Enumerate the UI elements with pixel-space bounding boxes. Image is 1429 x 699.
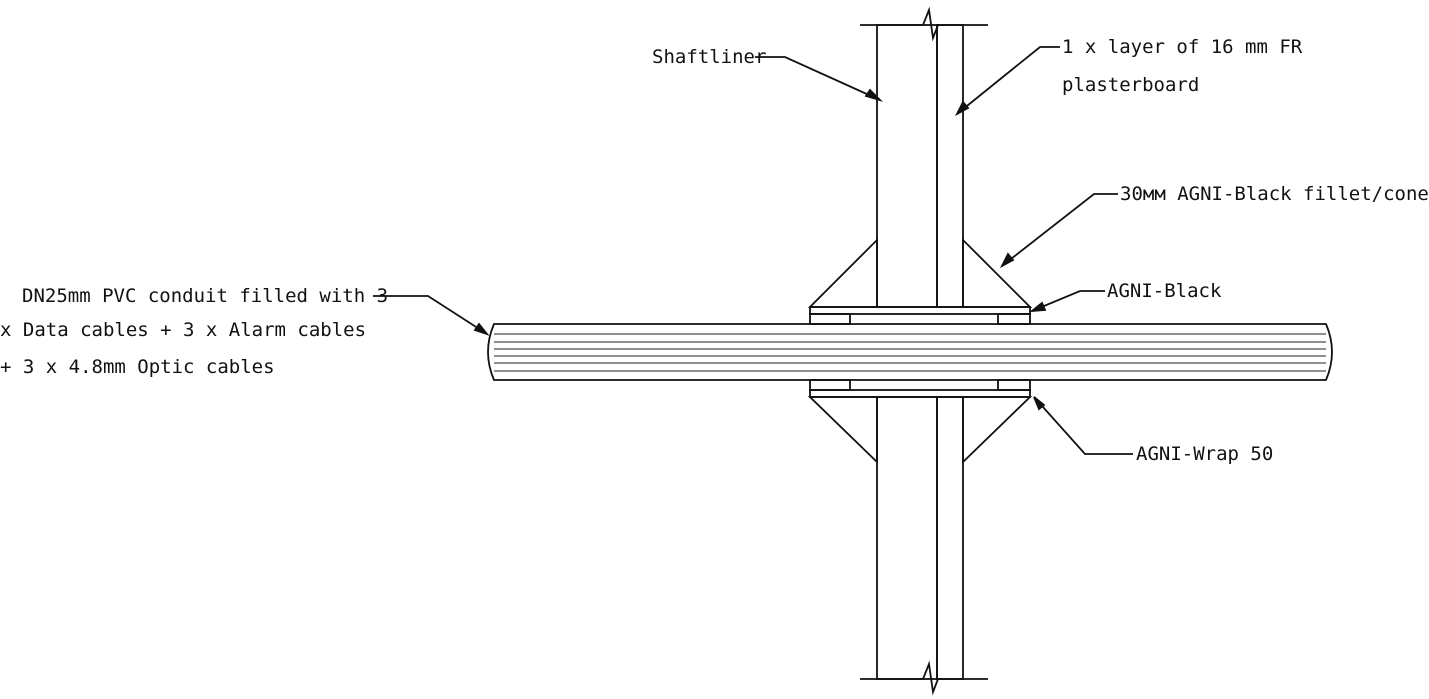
plasterboard-layer [936, 24, 964, 680]
break-lines [860, 6, 988, 696]
agni-wrap-band [809, 306, 1031, 398]
plasterboard-label-line2: plasterboard [1062, 74, 1200, 96]
conduit-label-line1: DN25mm PVC conduit filled with 3 [22, 285, 389, 307]
fillet-label: 30мм AGNI-Black fillet/cone [1120, 183, 1429, 205]
shaftliner-layer [876, 24, 938, 680]
shaftliner-label: Shaftliner [652, 46, 767, 68]
conduit-label-line3: + 3 x 4.8mm Optic cables [0, 356, 275, 378]
pvc-conduit [487, 323, 1333, 381]
leader-lines [373, 46, 1133, 455]
conduit-label-line2: x Data cables + 3 x Alarm cables [0, 319, 367, 341]
agni-wrap-label: AGNI-Wrap 50 [1136, 443, 1274, 465]
agni-black-label: AGNI-Black [1107, 280, 1222, 302]
plasterboard-label-line1: 1 x layer of 16 mm FR [1062, 36, 1303, 58]
agni-black-fillet [807, 237, 1033, 465]
agni-black-sealant [809, 313, 1031, 391]
